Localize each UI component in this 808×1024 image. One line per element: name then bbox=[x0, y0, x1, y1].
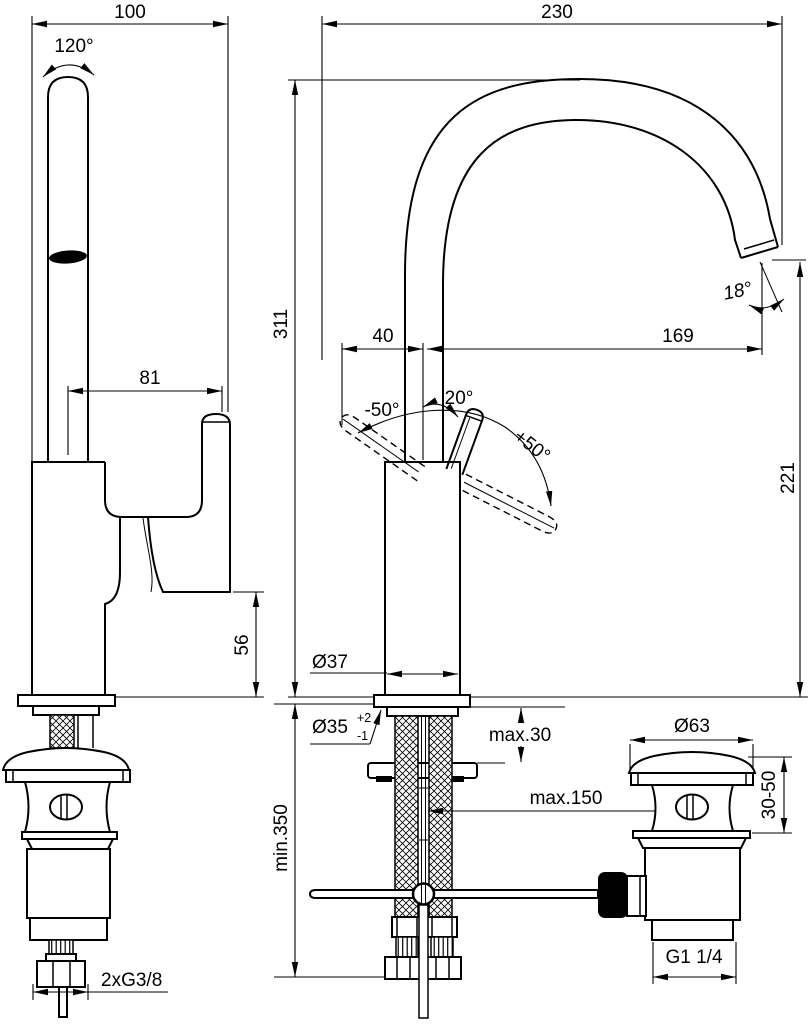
dim-label-handle-swivel-left: -50° bbox=[364, 400, 399, 421]
rod-ball-joint bbox=[411, 882, 436, 906]
dim-label-outlet-height: 221 bbox=[778, 462, 799, 494]
dim-spout-top-height: 311 bbox=[271, 79, 580, 697]
side-view: 100 120° 81 bbox=[1, 2, 264, 1018]
dim-label-handle-reach: 81 bbox=[139, 368, 160, 389]
dim-handle-height: 56 bbox=[232, 591, 264, 697]
dim-body-diameter: Ø37 bbox=[310, 652, 458, 678]
dim-label-body-diameter: Ø37 bbox=[312, 652, 348, 673]
dim-label-overall-width: 230 bbox=[541, 2, 573, 23]
dim-label-clearance-below: min.350 bbox=[271, 804, 292, 872]
dim-label-overall-depth: 100 bbox=[114, 2, 146, 23]
waste-thread bbox=[651, 919, 734, 941]
gooseneck-spout bbox=[404, 77, 779, 462]
dim-label-handle-swivel-right: +50° bbox=[510, 426, 554, 467]
dim-label-hole-diameter: Ø35 bbox=[312, 717, 348, 738]
dim-supply-connection: 2xG3/8 bbox=[32, 970, 168, 1000]
popup-waste-front bbox=[598, 750, 757, 941]
popup-rod-side bbox=[58, 986, 68, 1018]
dim-label-spout-top-height: 311 bbox=[271, 309, 292, 339]
rod-port-front bbox=[675, 793, 709, 821]
rod-port-side bbox=[49, 793, 83, 821]
dim-label-hole-tol-lower: -1 bbox=[357, 729, 368, 743]
waste-plug-cap bbox=[1, 746, 131, 771]
popup-waste-side bbox=[1, 746, 131, 1018]
dim-rod-length: max.150 bbox=[428, 788, 686, 815]
dim-overall-depth: 100 bbox=[31, 2, 229, 462]
handle-position-right bbox=[458, 473, 558, 534]
supply-nut-side bbox=[36, 960, 86, 988]
dim-label-drain-flange-diameter: Ø63 bbox=[674, 716, 710, 737]
dim-label-handle-tilt: 20° bbox=[445, 388, 474, 409]
dim-outlet-angle: 18° bbox=[721, 261, 785, 315]
front-view: 230 311 min.350 40 16 bbox=[271, 2, 808, 1019]
handle-side bbox=[142, 412, 231, 593]
dim-label-outlet-angle: 18° bbox=[721, 278, 754, 305]
base-flange-side bbox=[17, 694, 116, 707]
dim-label-spout-swivel: 120° bbox=[54, 36, 93, 57]
dim-hole-diameter: Ø35 +2 -1 bbox=[310, 709, 382, 745]
dim-label-deck-thickness: max.30 bbox=[489, 725, 551, 746]
dim-label-spout-reach: 169 bbox=[662, 326, 694, 347]
supply-hoses-front bbox=[394, 715, 453, 918]
dim-deck-thickness: max.30 bbox=[489, 708, 551, 762]
dim-spout-swivel: 120° bbox=[42, 36, 95, 78]
faucet-body-front bbox=[384, 461, 461, 696]
dim-label-hole-tol-upper: +2 bbox=[357, 711, 371, 725]
dim-label-spout-rear-offset: 40 bbox=[372, 326, 393, 347]
dim-clearance-below: min.350 bbox=[271, 704, 385, 978]
dim-outlet-height: 221 bbox=[772, 259, 806, 697]
dim-overall-width: 230 bbox=[321, 2, 783, 360]
dim-drain-thread: G1 1/4 bbox=[652, 942, 737, 984]
base-plate-front bbox=[386, 706, 459, 717]
waste-plug-cap-front bbox=[627, 750, 757, 774]
rod-coupler bbox=[598, 872, 628, 918]
dim-label-handle-height: 56 bbox=[232, 634, 253, 655]
dim-drain-mount-range: 30-50 bbox=[748, 756, 792, 834]
dim-spout-offsets: 40 169 bbox=[341, 263, 763, 460]
supply-hose-side bbox=[49, 714, 94, 749]
spout-tube-side bbox=[47, 75, 89, 463]
dim-drain-flange-diameter: Ø63 bbox=[629, 716, 754, 770]
base-flange-front bbox=[373, 694, 471, 708]
dim-label-drain-mount-range: 30-50 bbox=[759, 771, 780, 820]
spout-outlet-face bbox=[740, 246, 779, 259]
dim-label-drain-thread: G1 1/4 bbox=[665, 947, 722, 968]
aerator-outlet bbox=[49, 250, 87, 264]
base-plate-side bbox=[32, 705, 100, 716]
popup-rod-vertical bbox=[418, 904, 429, 1019]
faucet-body-side bbox=[31, 461, 148, 695]
dim-label-rod-length: max.150 bbox=[530, 788, 603, 809]
popup-rod-horizontal bbox=[308, 889, 599, 899]
dim-handle-reach: 81 bbox=[67, 368, 223, 455]
dim-label-supply-connection: 2xG3/8 bbox=[101, 970, 162, 991]
hose-nut-left bbox=[384, 956, 424, 980]
